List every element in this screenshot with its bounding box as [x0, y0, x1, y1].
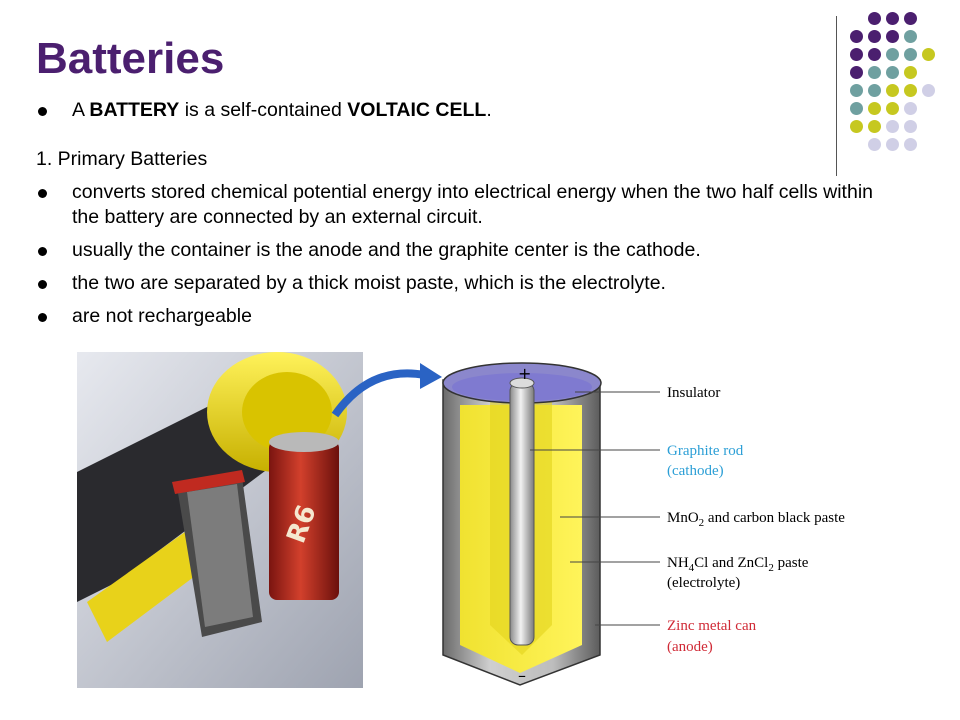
label-cathode: (cathode) [667, 463, 724, 479]
mno2-text: MnO [667, 510, 699, 526]
decorative-dot [850, 84, 863, 97]
decorative-dot [850, 66, 863, 79]
decorative-divider [836, 16, 837, 176]
decorative-dot [904, 138, 917, 151]
dry-cell-diagram: + – Insulator Graphite rod (cathode) MnO… [331, 362, 845, 686]
zncl-text: Cl and ZnCl [694, 555, 768, 571]
decorative-dot [904, 84, 917, 97]
decorative-dot [886, 30, 899, 43]
pointer-arrow [331, 369, 426, 418]
nh4-text: NH [667, 555, 689, 571]
decorative-dot [922, 48, 935, 61]
decorative-dot [886, 12, 899, 25]
label-nh4cl-paste: NH4Cl and ZnCl2 paste [667, 555, 809, 574]
decorative-dot [904, 102, 917, 115]
section-heading: 1. Primary Batteries [36, 148, 208, 170]
decorative-dot [886, 138, 899, 151]
zncl-subscript: 2 [768, 562, 774, 574]
decorative-dot [868, 30, 881, 43]
decorative-dot [868, 84, 881, 97]
intro-battery-bold: BATTERY [89, 99, 180, 121]
intro-text-pre: A [72, 99, 90, 121]
label-graphite-rod: Graphite rod [667, 443, 744, 459]
decorative-dot [904, 66, 917, 79]
mno2-text-rest: and carbon black paste [704, 510, 845, 526]
decorative-dot-grid [850, 12, 950, 162]
decorative-dot [850, 48, 863, 61]
decorative-dot [868, 12, 881, 25]
bullet-item: converts stored chemical potential energ… [36, 180, 896, 230]
decorative-dot [904, 30, 917, 43]
decorative-dot [904, 12, 917, 25]
intro-text-mid: is a self-contained [179, 99, 348, 121]
decorative-dot [922, 84, 935, 97]
intro-voltaic-bold: VOLTAIC CELL [347, 99, 487, 121]
battery-photo: R6 [77, 352, 363, 688]
decorative-dot [904, 120, 917, 133]
decorative-dot [886, 102, 899, 115]
label-electrolyte: (electrolyte) [667, 575, 740, 591]
decorative-dot [886, 84, 899, 97]
label-zinc-can: Zinc metal can [667, 618, 757, 634]
decorative-dot [868, 120, 881, 133]
decorative-dot [904, 48, 917, 61]
label-insulator: Insulator [667, 385, 720, 401]
nh4-subscript: 4 [689, 562, 695, 574]
decorative-dot [886, 66, 899, 79]
bullet-item: usually the container is the anode and t… [36, 238, 896, 263]
label-anode: (anode) [667, 639, 713, 655]
decorative-dot [886, 48, 899, 61]
decorative-dot [868, 138, 881, 151]
decorative-dot [868, 66, 881, 79]
bullet-item: the two are separated by a thick moist p… [36, 271, 896, 296]
decorative-dot [868, 102, 881, 115]
negative-terminal-sign: – [518, 666, 526, 685]
slide-title: Batteries [36, 34, 225, 83]
label-mno2-paste: MnO2 and carbon black paste [667, 510, 845, 529]
decorative-dot [850, 30, 863, 43]
positive-terminal-sign: + [518, 364, 531, 383]
decorative-dot [850, 102, 863, 115]
decorative-dot [850, 120, 863, 133]
bullet-intro: A BATTERY is a self-contained VOLTAIC CE… [36, 98, 896, 123]
intro-text-post: . [486, 99, 492, 121]
decorative-dot [868, 48, 881, 61]
slide-body: A BATTERY is a self-contained VOLTAIC CE… [36, 98, 896, 329]
bullet-item: are not rechargeable [36, 304, 896, 329]
mno2-subscript: 2 [699, 517, 705, 529]
paste-text: paste [774, 555, 809, 571]
decorative-dot [886, 120, 899, 133]
